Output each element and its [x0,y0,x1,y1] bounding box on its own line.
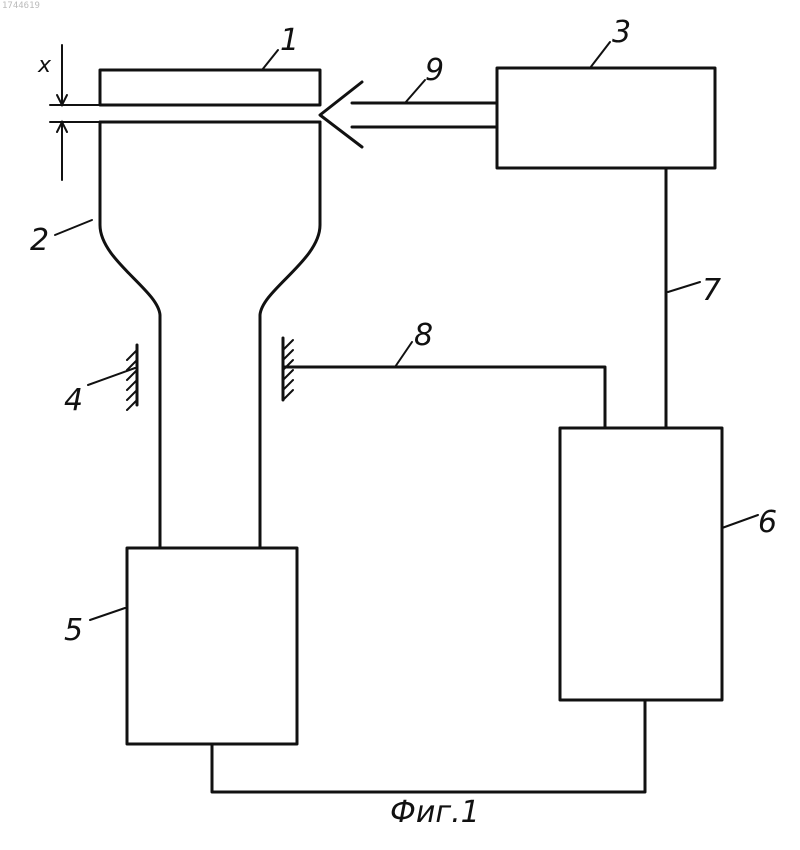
clamp-4-left [127,345,137,410]
label-3: 3 [612,15,631,50]
label-7: 7 [702,273,721,308]
corner-mark: 1744619 [2,1,40,11]
label-6: 6 [758,505,777,540]
unit-5 [127,548,297,744]
link-8 [283,367,605,428]
link-5-6 [212,700,645,792]
plate-1 [100,70,320,105]
label-8: 8 [414,318,433,353]
label-2: 2 [30,223,49,258]
label-9: 9 [425,53,444,88]
unit-6 [560,428,722,700]
gap-dimension [50,45,100,180]
label-x: x [37,53,52,78]
label-5: 5 [64,613,83,648]
label-1: 1 [280,23,299,58]
figure-caption: Фиг.1 [390,795,480,830]
beam-9 [320,82,497,147]
label-4: 4 [64,383,83,418]
unit-3 [497,68,715,168]
vessel-2 [100,122,320,548]
clamp-4-right [283,338,293,400]
